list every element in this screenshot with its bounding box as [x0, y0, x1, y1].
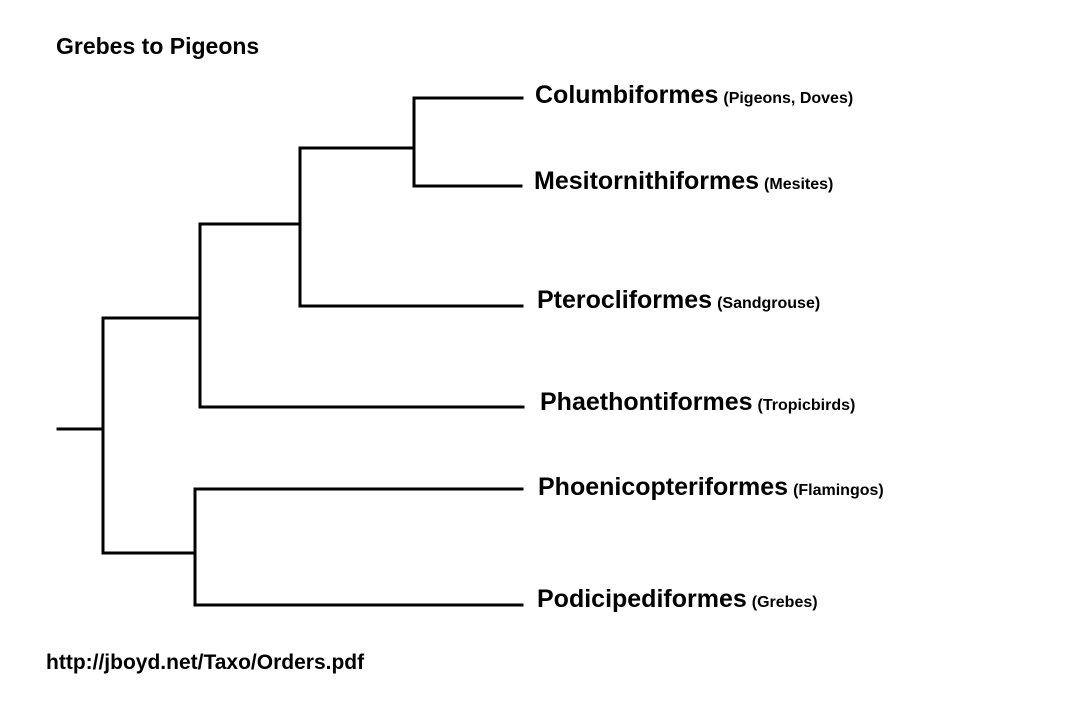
taxon-phaethontiformes: Phaethontiformes(Tropicbirds) — [540, 390, 855, 415]
taxon-order-name: Podicipediformes — [537, 585, 747, 613]
taxon-order-name: Phaethontiformes — [540, 388, 753, 416]
source-url: http://jboyd.net/Taxo/Orders.pdf — [46, 651, 365, 674]
taxon-columbiformes: Columbiformes(Pigeons, Doves) — [535, 83, 853, 108]
taxon-order-name: Phoenicopteriformes — [538, 473, 789, 501]
taxon-common-name: (Tropicbirds) — [757, 397, 856, 414]
taxon-order-name: Mesitornithiformes — [534, 167, 760, 195]
taxon-common-name: (Grebes) — [751, 594, 818, 611]
taxon-common-name: (Pigeons, Doves) — [723, 90, 854, 107]
taxon-common-name: (Flamingos) — [793, 482, 884, 499]
taxon-order-name: Pterocliformes — [537, 286, 713, 314]
taxon-podicipediformes: Podicipediformes(Grebes) — [537, 587, 818, 612]
taxon-common-name: (Sandgrouse) — [717, 295, 821, 312]
taxon-common-name: (Mesites) — [764, 176, 834, 193]
taxon-order-name: Columbiformes — [535, 81, 719, 109]
taxon-pterocliformes: Pterocliformes(Sandgrouse) — [537, 288, 820, 313]
taxon-mesitornithiformes: Mesitornithiformes(Mesites) — [534, 169, 833, 194]
taxon-phoenicopteriformes: Phoenicopteriformes(Flamingos) — [538, 475, 884, 500]
diagram-title: Grebes to Pigeons — [56, 33, 260, 59]
